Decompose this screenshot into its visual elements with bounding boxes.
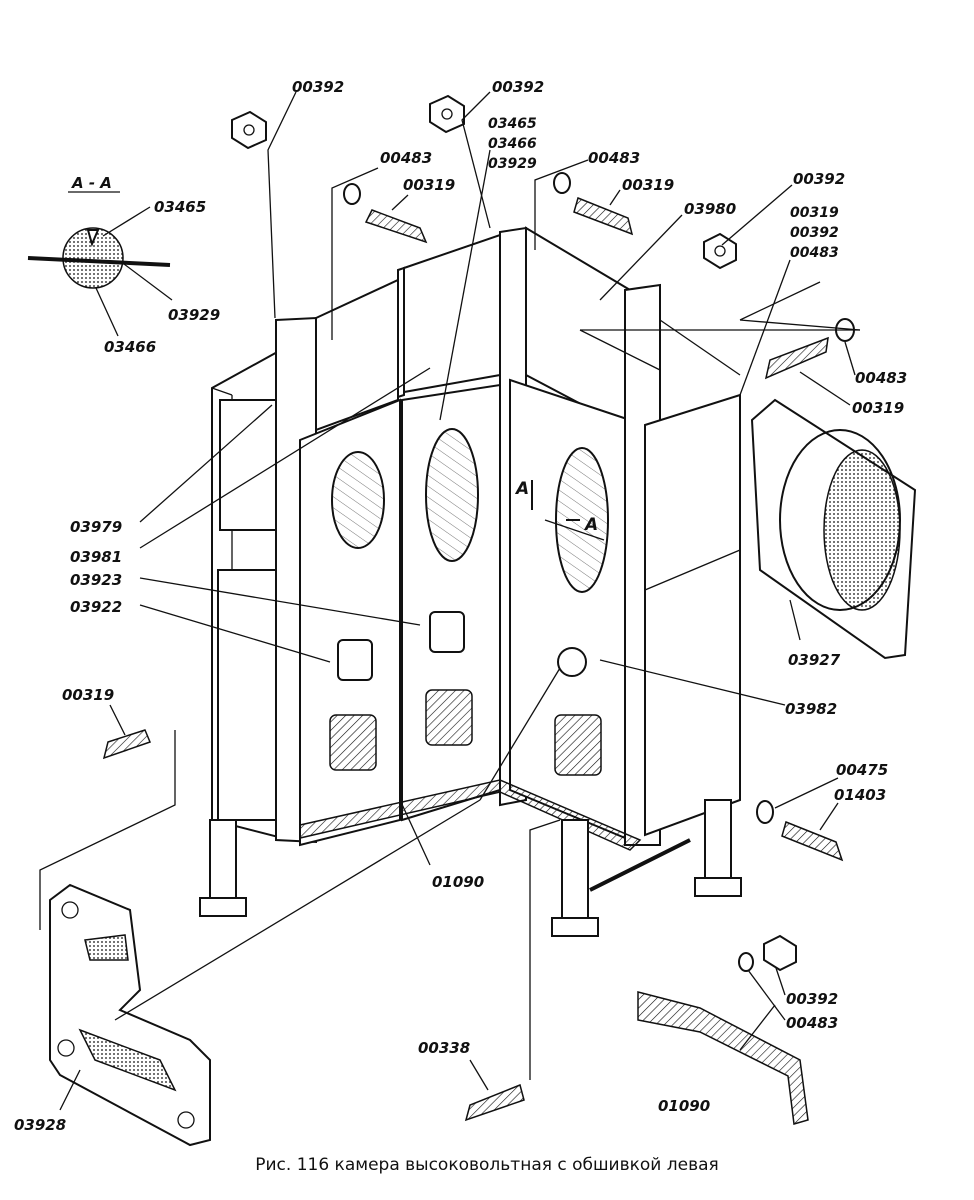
label-00392-bottom: 00392 <box>786 990 838 1008</box>
label-00475: 00475 <box>836 761 888 779</box>
label-03465-top: 03465 <box>488 116 537 132</box>
label-03979: 03979 <box>70 518 122 536</box>
label-00392-group: 00392 <box>790 225 839 241</box>
label-00483-right: 00483 <box>855 369 907 387</box>
nut-00392-left-icon <box>231 110 267 150</box>
label-00319-group: 00319 <box>790 205 839 221</box>
bracket-01090-bottom <box>637 991 809 1125</box>
screw-01403-icon <box>781 820 844 862</box>
bracket-03928 <box>49 883 211 1147</box>
right-side-panel <box>644 393 741 837</box>
washer-00483-left-icon <box>343 183 361 205</box>
duct-flange-03927 <box>750 398 917 660</box>
screw-00338-icon <box>464 1083 525 1122</box>
nameplate-left <box>337 639 373 681</box>
nut-00392-bottom-icon <box>763 934 797 972</box>
label-01090-bottom: 01090 <box>658 1097 710 1115</box>
leader-lines <box>39 91 861 1111</box>
label-00392-left: 00392 <box>292 78 344 96</box>
label-03981: 03981 <box>70 548 122 566</box>
duct-opening <box>823 449 901 611</box>
leg-front-left <box>209 819 237 913</box>
label-03466-top: 03466 <box>488 136 537 152</box>
section-mark-right: А <box>583 515 598 535</box>
window-right <box>555 447 609 593</box>
label-03923: 03923 <box>70 571 122 589</box>
figure-caption: Рис. 116 камера высоковольтная с обшивко… <box>255 1155 719 1175</box>
label-03927: 03927 <box>788 651 841 669</box>
window-middle <box>425 428 479 562</box>
label-00483-left: 00483 <box>380 149 432 167</box>
nut-00392-right-icon <box>703 232 737 270</box>
chamber-body <box>199 226 742 937</box>
label-00338: 00338 <box>418 1039 470 1057</box>
label-00483-bottom: 00483 <box>786 1014 838 1032</box>
label-00319-right: 00319 <box>852 399 904 417</box>
leg-back-right <box>704 799 732 889</box>
top-hardware <box>231 94 855 380</box>
section-a-a-detail <box>27 191 173 337</box>
side-panel-03922 <box>217 569 277 821</box>
label-03928: 03928 <box>14 1116 66 1134</box>
window-left <box>331 451 385 549</box>
label-00319-left: 00319 <box>403 176 455 194</box>
vent-left <box>329 714 377 771</box>
screw-00319-center-icon <box>573 196 634 236</box>
vent-middle <box>425 689 473 746</box>
leg-front-right <box>561 819 589 931</box>
label-03922: 03922 <box>70 598 122 616</box>
label-03466-section: 03466 <box>104 338 156 356</box>
screw-00319-left-icon <box>364 209 428 244</box>
washer-00483-center-icon <box>553 172 571 194</box>
label-03982: 03982 <box>785 700 837 718</box>
part-labels: А - А А А 00392 00392 03465 03466 03929 … <box>14 78 907 1134</box>
label-03929-top: 03929 <box>488 156 537 172</box>
label-00319-center: 00319 <box>622 176 674 194</box>
round-opening <box>557 647 587 677</box>
label-03465-section: 03465 <box>154 198 206 216</box>
section-title: А - А <box>71 174 112 192</box>
back-panel-03981 <box>403 233 501 394</box>
label-00392-right: 00392 <box>793 170 845 188</box>
label-03980: 03980 <box>684 200 736 218</box>
section-mark-left: А <box>514 479 529 499</box>
label-03929-section: 03929 <box>168 306 220 324</box>
section-rivet-circle <box>62 227 124 289</box>
washer-00475-icon <box>756 800 774 824</box>
label-01403: 01403 <box>834 786 886 804</box>
right-hardware <box>102 729 844 1125</box>
label-00483-center: 00483 <box>588 149 640 167</box>
washer-00483-bottom-icon <box>738 952 754 972</box>
label-00392-center: 00392 <box>492 78 544 96</box>
screw-00319-left-icon <box>102 729 151 760</box>
nut-00392-center-icon <box>429 94 465 134</box>
side-panel-03979 <box>219 399 279 531</box>
nameplate-middle <box>429 611 465 653</box>
label-00319-left-bolt: 00319 <box>62 686 114 704</box>
label-00483-group: 00483 <box>790 245 839 261</box>
label-01090-middle: 01090 <box>432 873 484 891</box>
vent-right <box>554 714 602 776</box>
screw-00319-right-icon <box>764 336 829 380</box>
